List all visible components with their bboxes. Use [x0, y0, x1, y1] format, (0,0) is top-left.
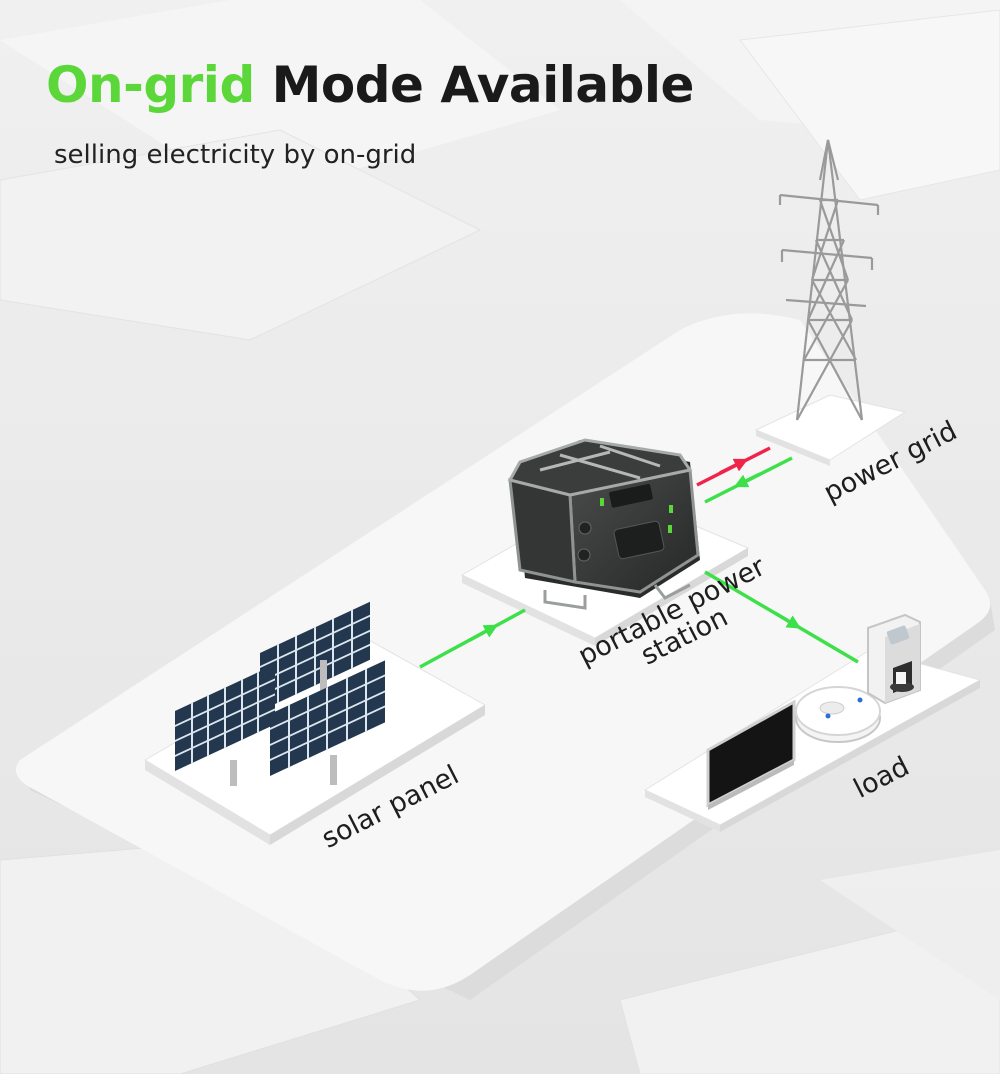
tv-icon [706, 699, 796, 810]
page-title: On-grid Mode Available [46, 56, 694, 114]
portable-power-station-icon [507, 438, 700, 610]
title-rest: Mode Available [254, 56, 695, 114]
subtitle: selling electricity by on-grid [54, 140, 417, 170]
flow-station-to-load-arrow [704, 570, 859, 664]
title-accent: On-grid [46, 56, 255, 114]
robot-vacuum-icon [795, 686, 881, 743]
flow-solar-to-station-arrow [419, 608, 526, 669]
flow-from-grid-arrow [704, 456, 793, 504]
flow-to-grid-arrow [696, 446, 771, 487]
transmission-tower-icon [778, 139, 880, 421]
coffee-machine-icon [867, 613, 921, 705]
solar-panel-icon [175, 601, 385, 786]
